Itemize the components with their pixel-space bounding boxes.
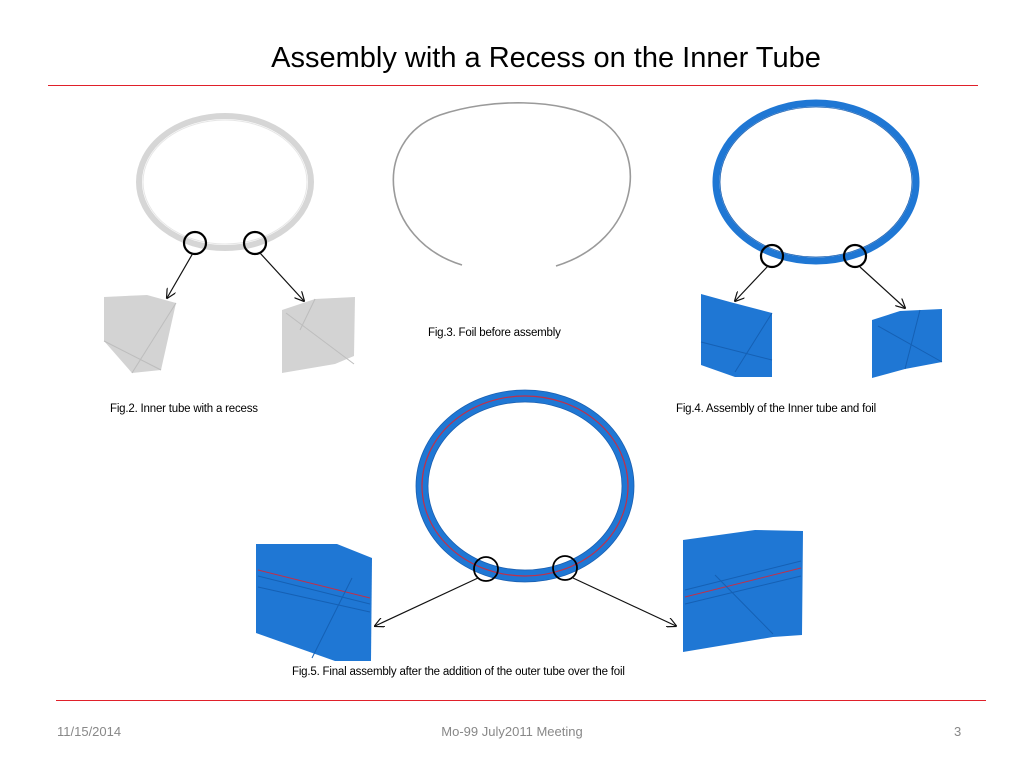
- slide-title: Assembly with a Recess on the Inner Tube: [271, 42, 821, 74]
- footer-meeting-name: Mo-99 July2011 Meeting: [441, 724, 583, 739]
- fig5-detail-right: [683, 530, 803, 652]
- fig2-inner-tube: [103, 113, 355, 374]
- fig5-arrow-left: [375, 577, 479, 626]
- fig4-detail-circle-left: [759, 243, 785, 269]
- fig4-detail-left: [700, 294, 773, 377]
- title-divider: [48, 85, 978, 86]
- fig2-detail-circle-right: [242, 230, 268, 256]
- fig4-assembly: [700, 99, 943, 378]
- fig5-tube-ring: [416, 390, 634, 582]
- fig5-detail-circle-right: [552, 555, 578, 581]
- fig2-caption: Fig.2. Inner tube with a recess: [110, 403, 258, 415]
- fig5-caption: Fig.5. Final assembly after the addition…: [292, 666, 625, 678]
- fig2-detail-circle-left: [182, 230, 208, 256]
- fig3-foil: [392, 102, 631, 267]
- fig2-tube-ring-inner-edge: [142, 119, 308, 245]
- fig5-arrow-right: [572, 577, 676, 626]
- fig2-tube-ring: [136, 113, 314, 251]
- fig3-caption: Fig.3. Foil before assembly: [428, 327, 561, 339]
- fig5-detail-circle-left: [473, 556, 499, 582]
- footer-divider: [56, 700, 986, 701]
- fig2-detail-left: [103, 295, 177, 374]
- fig5-final-assembly: [256, 389, 803, 661]
- slide-number: 3: [954, 724, 962, 739]
- footer-date: 11/15/2014: [57, 724, 122, 739]
- fig5-ring-outer-edge: [415, 389, 635, 583]
- fig4-detail-circle-right: [842, 243, 868, 269]
- fig4-ring-edge: [719, 106, 913, 258]
- fig5-detail-left: [256, 544, 372, 661]
- fig5-ring-inner-edge: [427, 401, 623, 571]
- fig4-arrow-right: [859, 266, 905, 308]
- fig2-arrow-right: [259, 252, 304, 301]
- fig3-foil-arc: [392, 102, 631, 267]
- fig5-foil-line: [421, 395, 629, 577]
- fig4-arrow-left: [735, 265, 769, 301]
- fig2-detail-right: [282, 297, 355, 373]
- fig4-tube-ring: [712, 99, 920, 265]
- fig2-arrow-left: [167, 252, 194, 298]
- fig4-caption: Fig.4. Assembly of the Inner tube and fo…: [676, 403, 876, 415]
- fig4-detail-right: [872, 309, 943, 378]
